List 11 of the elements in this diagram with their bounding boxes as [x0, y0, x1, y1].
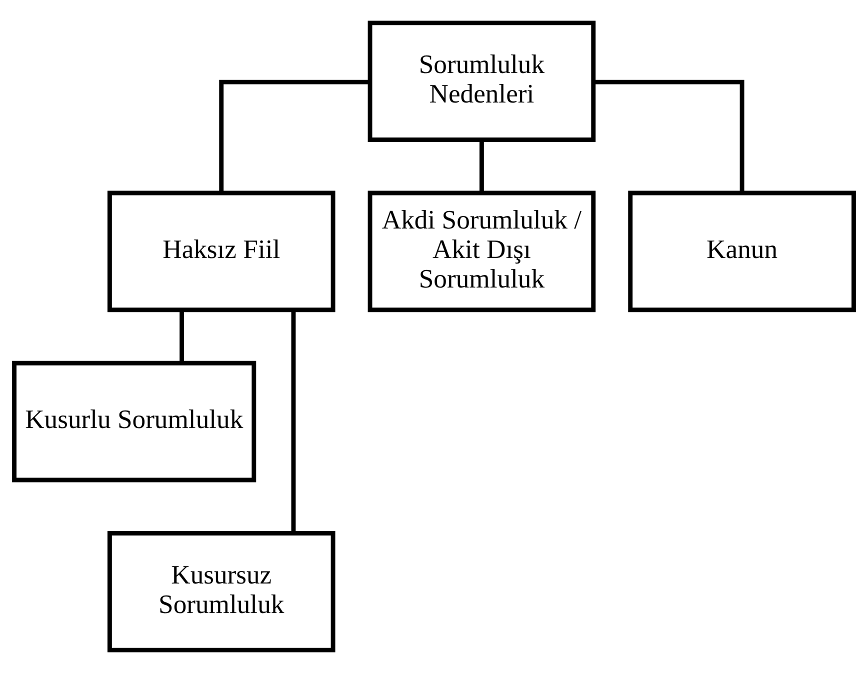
connector — [594, 80, 744, 193]
connector — [479, 140, 484, 193]
node-box: Akdi Sorumluluk / Akit Dışı Sorumluluk — [368, 190, 596, 312]
node-box: Haksız Fiil — [107, 190, 336, 312]
node-box: Kusursuz Sorumluluk — [107, 531, 336, 652]
node-box: Kusurlu Sorumluluk — [12, 360, 256, 482]
node-box: Kanun — [628, 190, 856, 312]
node-box: Sorumluluk Nedenleri — [368, 20, 596, 142]
connector — [180, 310, 184, 363]
connector — [291, 310, 296, 533]
connector — [219, 80, 370, 193]
